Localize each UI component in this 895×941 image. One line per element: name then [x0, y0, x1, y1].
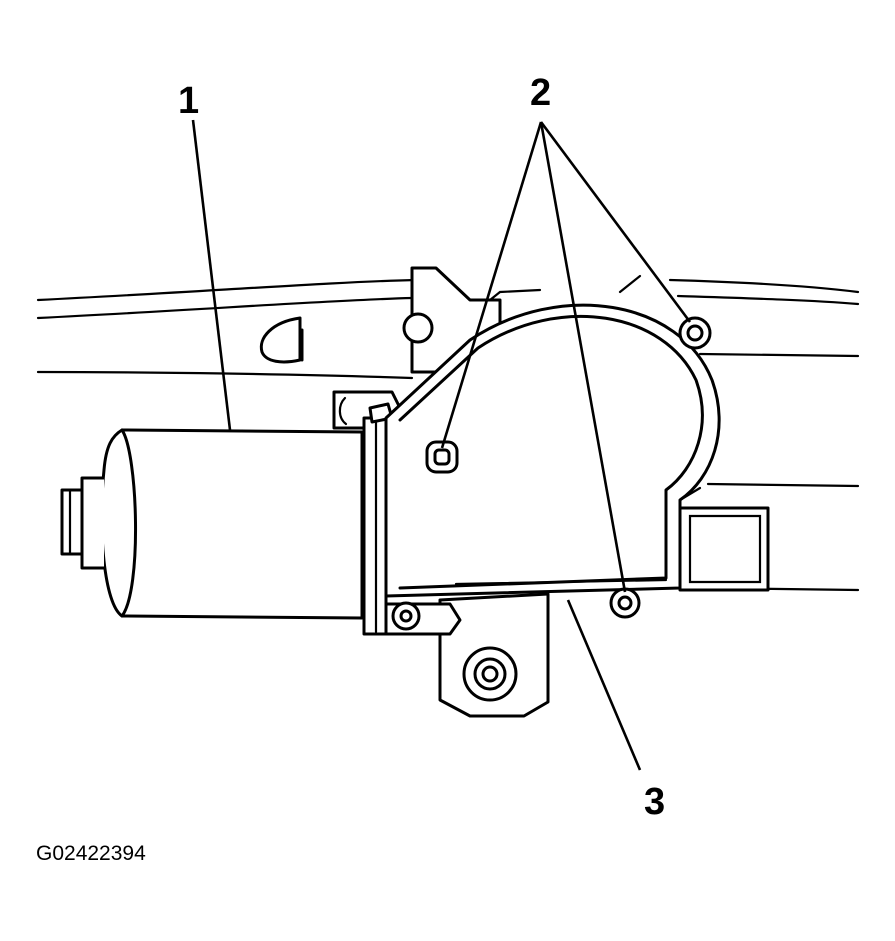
leader-lines — [191, 119, 692, 771]
leader-module — [566, 599, 642, 771]
bolt-lower — [609, 587, 641, 619]
mounting-bolts — [425, 316, 712, 619]
electrical-connector — [678, 486, 770, 592]
gearbox-housing — [384, 274, 721, 598]
rail-slot-bracket — [259, 316, 304, 364]
leader-motor — [191, 119, 232, 431]
bolt-upper-right — [678, 316, 712, 350]
lower-mount-foot — [384, 592, 550, 718]
leader-bolt-lower — [539, 121, 627, 593]
callout-motor: 1 — [178, 80, 200, 122]
frame-rails — [36, 278, 860, 592]
callout-bolts: 2 — [530, 72, 552, 114]
callout-module: 3 — [644, 781, 666, 823]
figure-id: G02422394 — [36, 842, 146, 865]
leader-bolt-upper — [539, 121, 692, 323]
bolt-center — [425, 440, 459, 474]
motor-housing — [60, 428, 364, 620]
leader-bolt-center — [440, 121, 543, 449]
